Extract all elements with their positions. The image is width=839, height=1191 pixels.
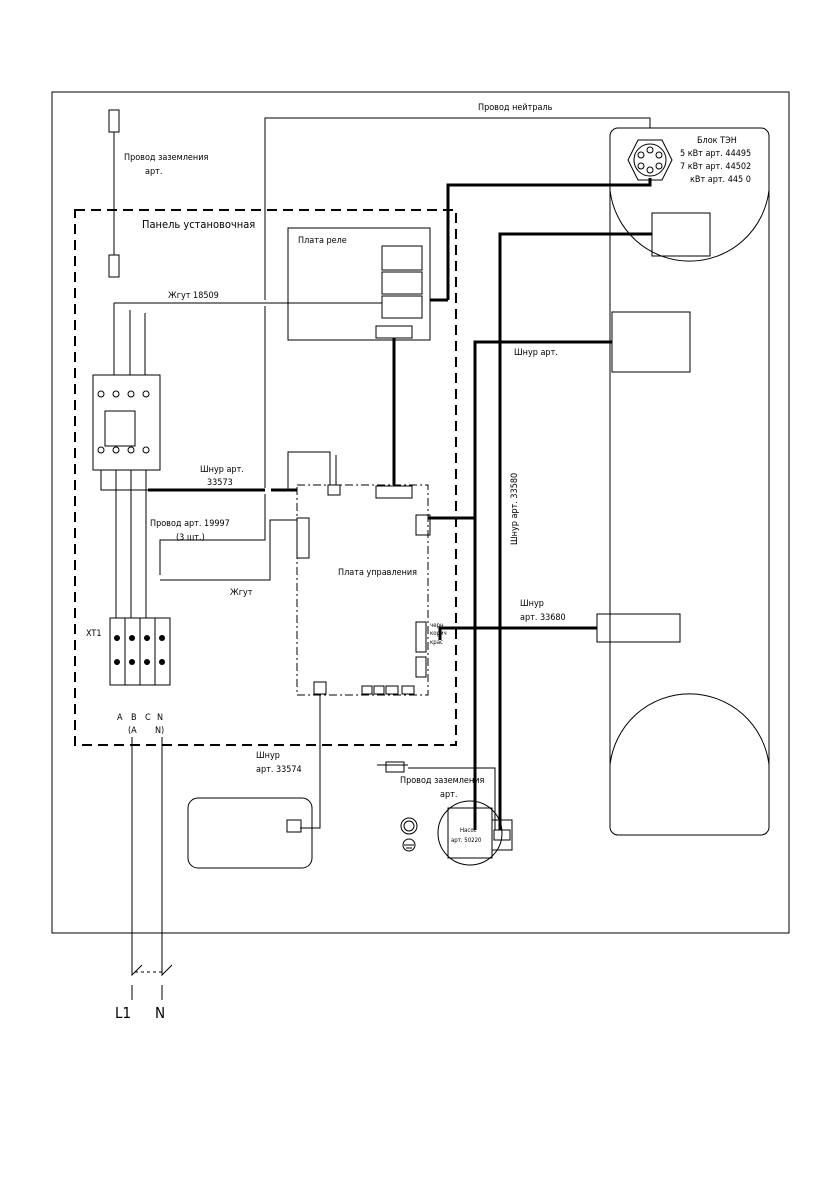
terminal-paren-a: (A xyxy=(128,726,137,736)
heater-5kw-label: 5 кВт арт. 44495 xyxy=(680,149,751,159)
mounting-panel-label: Панель установочная xyxy=(142,218,255,231)
terminal-a-label: A xyxy=(117,713,123,723)
pump-label-b: арт. 50220 xyxy=(451,837,482,844)
mounting-panel xyxy=(74,209,457,746)
heater-block xyxy=(627,139,673,181)
pump-label-a: Насос xyxy=(460,827,477,834)
cord-33573-label-a: Шнур арт. xyxy=(200,465,244,475)
harness-label: Жгут xyxy=(230,588,253,598)
ground-wire-top-art: арт. xyxy=(145,167,162,177)
ground-wire-bottom-art: арт. xyxy=(440,790,457,800)
cord-33574-label-b: арт. 33574 xyxy=(256,765,302,775)
terminal-block-xt1 xyxy=(109,617,171,686)
cord-33680 xyxy=(438,626,597,640)
harness-18509 xyxy=(113,302,382,375)
ground-wire-top xyxy=(108,109,120,278)
relay-connector xyxy=(375,325,413,339)
xt1-label: XT1 xyxy=(86,629,101,639)
enclosure-frame xyxy=(51,91,790,934)
wire-19997-label-a: Провод арт. 19997 xyxy=(150,519,230,529)
terminal-b-label: B xyxy=(131,713,137,723)
ground-wire-bottom xyxy=(377,764,496,830)
terminal-c-label: C xyxy=(145,713,151,723)
cord-33573-label-b: 33573 xyxy=(207,478,233,488)
wire-brown-label: корич xyxy=(430,630,447,637)
supply-n-label: N xyxy=(155,1004,165,1022)
harness-18509-label: Жгут 18509 xyxy=(168,291,219,301)
thermostat-box xyxy=(651,212,711,257)
relay-board-label: Плата реле xyxy=(298,236,347,246)
contactor xyxy=(92,374,161,471)
cord-right xyxy=(473,340,612,830)
control-connector xyxy=(375,485,413,499)
relay-board xyxy=(287,227,431,341)
pump xyxy=(437,800,513,866)
neutral-wire-label: Провод нейтраль xyxy=(478,103,553,113)
cord-33680-label-a: Шнур xyxy=(520,599,544,609)
boiler-body xyxy=(609,127,770,836)
neutral-wire xyxy=(159,117,651,575)
heater-block-label: Блок ТЭН xyxy=(697,136,737,146)
relay-3 xyxy=(381,295,423,319)
cord-33680-label-b: арт. 33680 xyxy=(520,613,566,623)
harness xyxy=(160,519,297,581)
transformer xyxy=(187,797,313,869)
cord-33574 xyxy=(300,695,321,829)
wire-19997-label-b: (3 шт.) xyxy=(176,533,205,543)
heater-cable xyxy=(446,178,652,300)
flow-sensor-box xyxy=(596,613,681,643)
ground-wire-bottom-label: Провод заземления xyxy=(400,776,484,786)
relay-2 xyxy=(381,271,423,295)
sensor-box xyxy=(611,311,691,373)
wire-black-label: черн xyxy=(430,622,444,629)
cord-33574-label-a: Шнур xyxy=(256,751,280,761)
terminal-paren-n: N) xyxy=(155,726,164,736)
cord-33580-label: Шнур арт. 33580 xyxy=(510,473,520,545)
relay-1 xyxy=(381,245,423,271)
ground-wire-top-label: Провод заземления xyxy=(124,153,208,163)
ground-terminal-icon xyxy=(400,817,418,852)
terminal-n-label: N xyxy=(157,713,163,723)
control-board-label: Плата управления xyxy=(338,568,417,578)
heater-other-label: кВт арт. 445 0 xyxy=(690,175,751,185)
control-board xyxy=(296,484,429,696)
cord-33580 xyxy=(498,232,652,830)
supply-l1-label: L1 xyxy=(115,1004,131,1022)
supply-lines xyxy=(131,737,173,1000)
wire-red-label: крас xyxy=(430,639,443,646)
heater-7kw-label: 7 кВт арт. 44502 xyxy=(680,162,751,172)
cord-right-label: Шнур арт. xyxy=(514,348,558,358)
